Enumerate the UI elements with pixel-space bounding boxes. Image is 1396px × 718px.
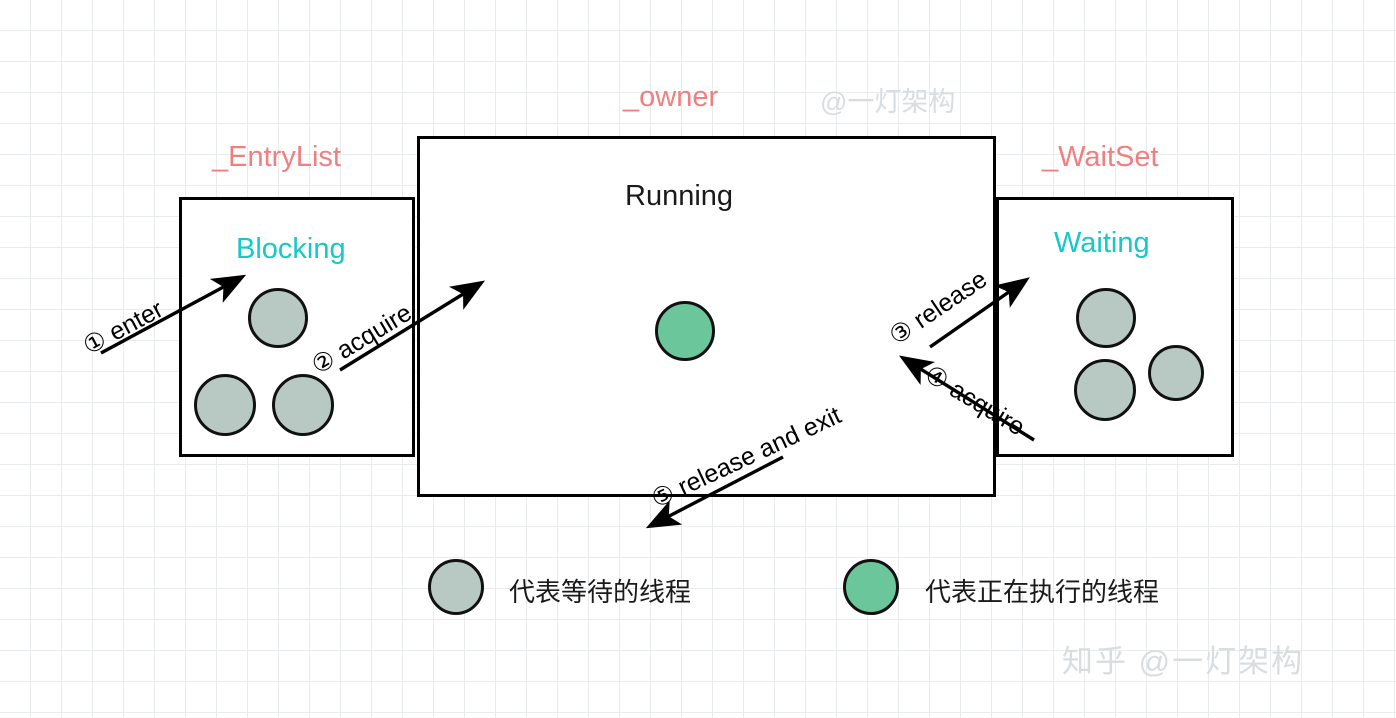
arrow-marker-5: ⑤ bbox=[647, 478, 680, 514]
thread-circle-blocking-3 bbox=[272, 374, 334, 436]
state-label-waiting: Waiting bbox=[1054, 227, 1150, 259]
watermark-top: @一灯架构 bbox=[820, 87, 956, 117]
legend-text-running: 代表正在执行的线程 bbox=[925, 577, 1160, 607]
thread-circle-running-1 bbox=[655, 301, 715, 361]
thread-circle-waiting-2 bbox=[1074, 359, 1136, 421]
arrow-marker-1: ① bbox=[78, 325, 112, 361]
state-label-blocking: Blocking bbox=[236, 233, 346, 265]
thread-circle-waiting-3 bbox=[1148, 345, 1204, 401]
watermark-bottom: 知乎 @一灯架构 bbox=[1062, 644, 1305, 679]
legend-text-waiting: 代表等待的线程 bbox=[509, 577, 692, 607]
running-title: Running bbox=[625, 180, 734, 212]
legend-swatch-running bbox=[843, 559, 899, 615]
arrow-text-1: enter bbox=[104, 295, 168, 347]
field-label-waitset: _WaitSet bbox=[1042, 141, 1159, 173]
legend-swatch-waiting bbox=[428, 559, 484, 615]
field-label-entrylist: _EntryList bbox=[212, 141, 341, 173]
thread-circle-waiting-1 bbox=[1076, 288, 1136, 348]
thread-circle-blocking-2 bbox=[194, 374, 256, 436]
field-label-owner: _owner bbox=[623, 81, 719, 113]
arrow-label-1: ① enter bbox=[78, 294, 168, 361]
thread-circle-blocking-1 bbox=[248, 288, 308, 348]
